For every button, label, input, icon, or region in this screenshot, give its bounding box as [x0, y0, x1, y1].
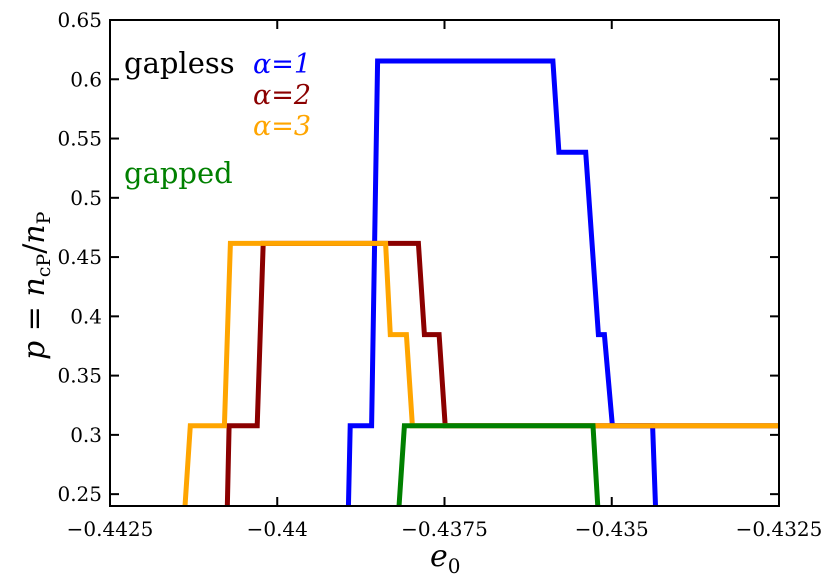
ticks-layer: −0.4425 −0.44 −0.4375 −0.435 −0.4325 0.25 0.3 0… [57, 8, 822, 541]
x-tick-label: −0.4425 [67, 517, 154, 541]
legend-gapped-label: gapped [124, 156, 233, 190]
y-label-n2: n [17, 224, 52, 243]
y-axis-label: p = ncP/nP [17, 211, 55, 360]
x-tick-label: −0.435 [575, 517, 649, 541]
series-line-1 [345, 58, 659, 506]
y-tick-label: 0.55 [57, 127, 102, 151]
legend-alpha3: α=3 [253, 111, 311, 142]
plot-frame [109, 19, 780, 507]
x-tick-label: −0.4375 [401, 517, 488, 541]
series-line-3 [182, 240, 779, 506]
x-tick-label: −0.44 [247, 517, 308, 541]
y-tick-label: 0.25 [57, 482, 102, 506]
y-label-p: p [17, 341, 52, 360]
y-tick-label: 0.65 [57, 8, 102, 32]
y-label-sub2: P [33, 211, 55, 224]
y-label-sub1: cP [33, 254, 55, 278]
series-layer [182, 58, 779, 506]
legend-alpha1: α=1 [253, 49, 311, 80]
series-line-4 [396, 423, 601, 506]
y-tick-label: 0.5 [70, 186, 102, 210]
y-tick-label: 0.35 [57, 364, 102, 388]
legend-alpha2: α=2 [253, 80, 311, 111]
y-tick-label: 0.3 [70, 423, 102, 447]
y-tick-label: 0.6 [70, 67, 102, 91]
y-label-n1: n [17, 277, 52, 296]
x-axis-label-sub: 0 [448, 554, 461, 578]
x-axis-label-main: e [430, 539, 448, 574]
y-tick-label: 0.45 [57, 245, 102, 269]
series-line-2 [224, 240, 779, 506]
y-label-slash: / [17, 243, 52, 254]
y-tick-label: 0.4 [70, 304, 102, 328]
x-tick-label: −0.4325 [736, 517, 823, 541]
y-label-eq: = [17, 297, 52, 341]
x-axis-label: e0 [430, 539, 461, 578]
legend-gapless-label: gapless [124, 46, 235, 80]
